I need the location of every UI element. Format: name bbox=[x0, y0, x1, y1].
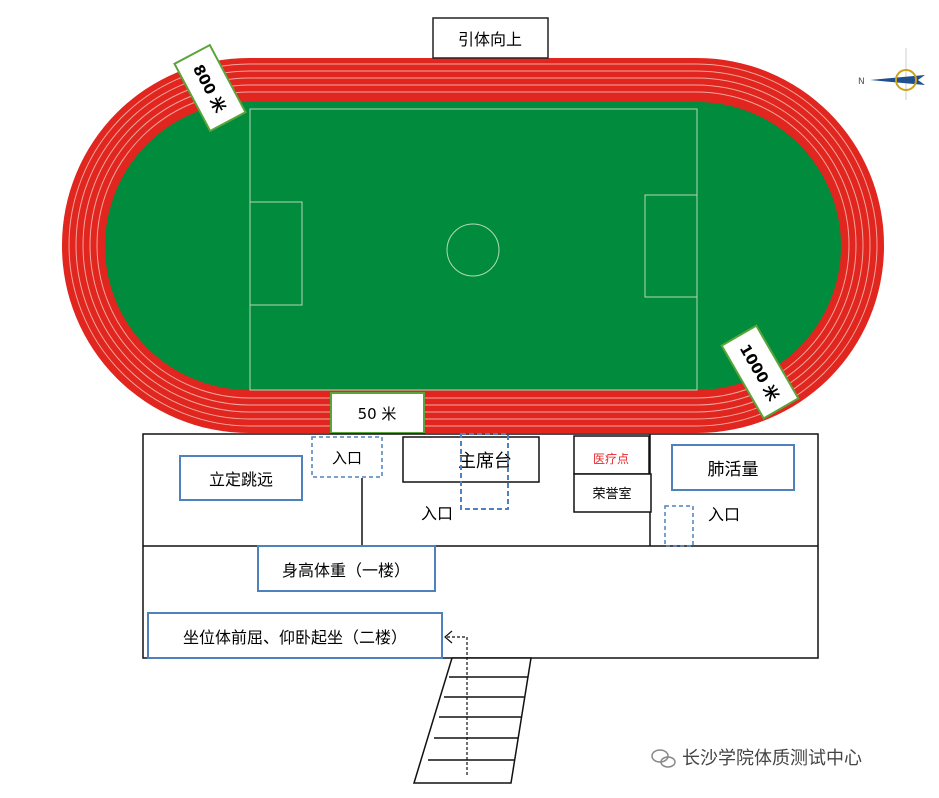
svg-text:N: N bbox=[858, 77, 865, 87]
svg-text:身高体重（一楼）: 身高体重（一楼） bbox=[282, 561, 410, 580]
football-pitch bbox=[249, 108, 698, 391]
entrance-3-marker bbox=[664, 505, 694, 547]
pullup-label: 引体向上 bbox=[432, 17, 549, 59]
svg-text:坐位体前屈、仰卧起坐（二楼）: 坐位体前屈、仰卧起坐（二楼） bbox=[183, 628, 407, 647]
infield bbox=[105, 102, 841, 390]
long-jump-station: 立定跳远 bbox=[179, 455, 303, 501]
lung-capacity-station: 肺活量 bbox=[671, 444, 795, 491]
svg-text:引体向上: 引体向上 bbox=[458, 30, 522, 49]
entrance-3-label: 入口 bbox=[708, 505, 740, 524]
stair-arrow-icon bbox=[444, 630, 468, 775]
penalty-box-right bbox=[644, 194, 698, 298]
svg-text:入口: 入口 bbox=[332, 449, 362, 467]
svg-text:50 米: 50 米 bbox=[358, 405, 397, 423]
entrance-2-marker bbox=[460, 433, 509, 510]
entrance-2-label: 入口 bbox=[421, 504, 453, 523]
svg-text:肺活量: 肺活量 bbox=[708, 460, 759, 480]
penalty-box-left bbox=[249, 201, 303, 306]
svg-text:主席台: 主席台 bbox=[458, 451, 512, 472]
height-weight-station: 身高体重（一楼） bbox=[257, 545, 436, 592]
honor-room: 荣誉室 bbox=[573, 473, 652, 513]
entrance-1: 入口 bbox=[311, 436, 383, 478]
lane-lines bbox=[68, 63, 878, 427]
medical-point: 医疗点 bbox=[573, 435, 650, 475]
center-circle bbox=[446, 223, 500, 277]
compass-icon: N bbox=[858, 48, 925, 100]
sit-reach-situps-station: 坐位体前屈、仰卧起坐（二楼） bbox=[147, 612, 443, 659]
watermark-text: 长沙学院体质测试中心 bbox=[682, 748, 862, 769]
svg-text:医疗点: 医疗点 bbox=[593, 452, 629, 466]
run-50-label: 50 米 bbox=[330, 392, 425, 434]
svg-text:立定跳远: 立定跳远 bbox=[209, 470, 273, 489]
wechat-icon bbox=[651, 749, 676, 768]
svg-text:荣誉室: 荣誉室 bbox=[592, 486, 631, 502]
main-stand: 主席台 bbox=[402, 436, 540, 483]
staircase bbox=[412, 657, 532, 784]
